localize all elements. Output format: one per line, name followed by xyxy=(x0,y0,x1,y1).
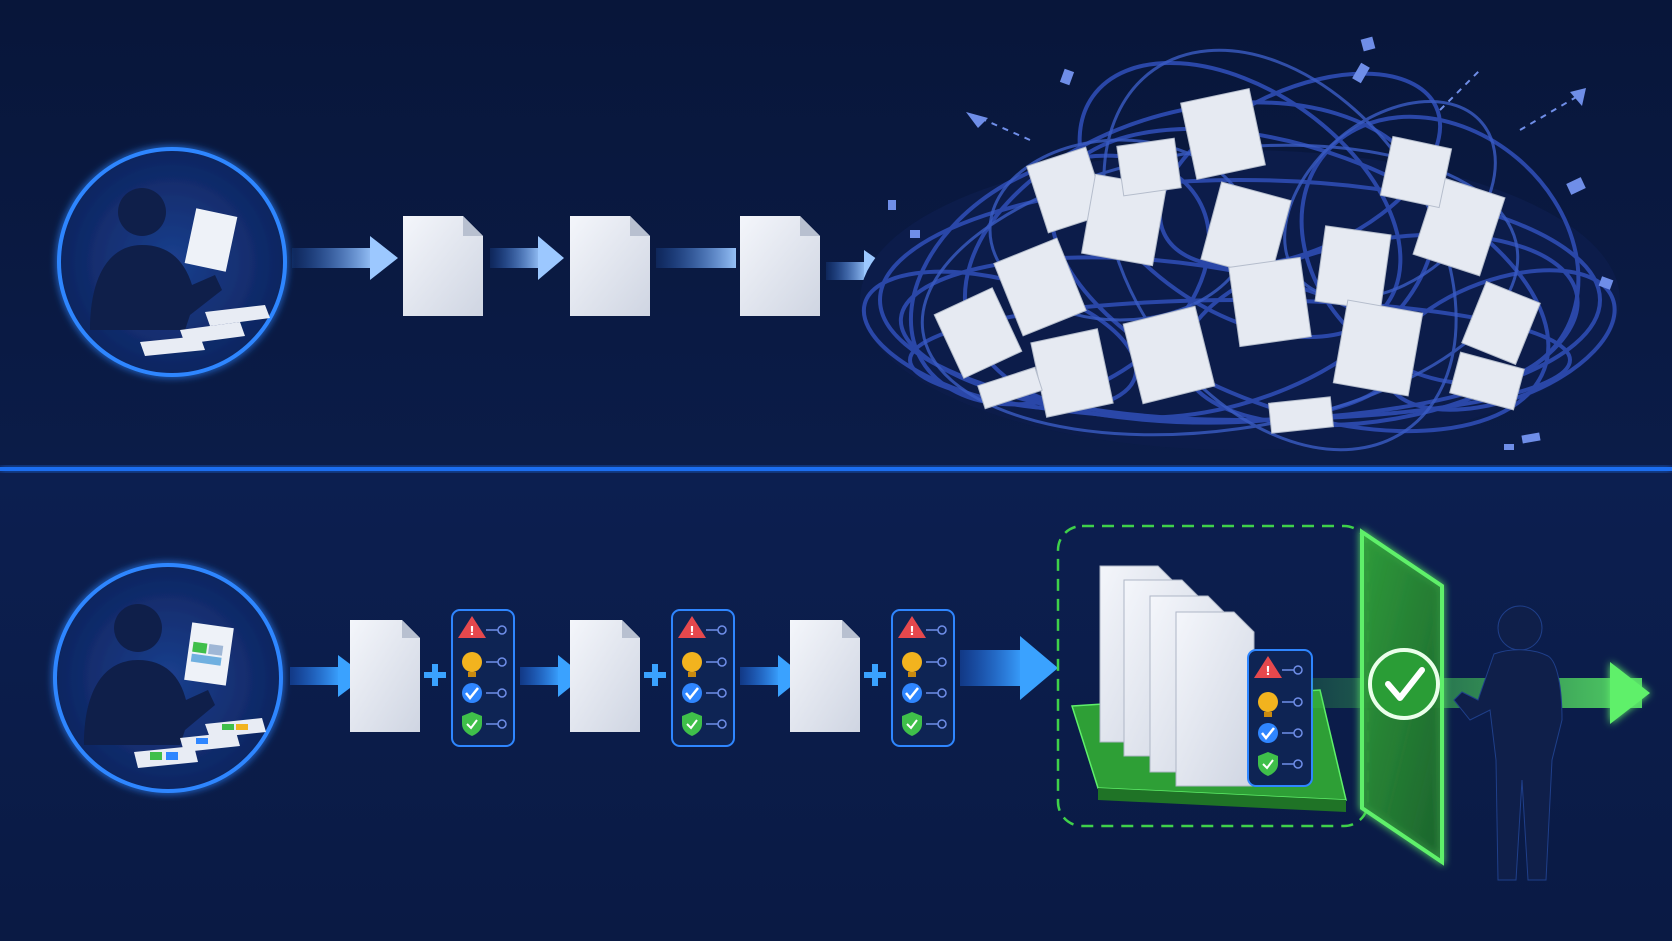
plus-icon xyxy=(864,664,886,686)
warning-icon xyxy=(458,616,486,638)
shield-check-icon xyxy=(1258,752,1278,776)
warning-icon xyxy=(898,616,926,638)
review-stage-2: ! xyxy=(570,609,804,747)
top-arrow-3 xyxy=(656,248,736,268)
lightbulb-icon xyxy=(1258,692,1278,712)
approval-gate xyxy=(1360,528,1444,866)
plus-icon xyxy=(644,664,666,686)
person-reviewing-icon xyxy=(84,604,234,745)
svg-text:!: ! xyxy=(1265,664,1270,678)
bottom-document-3 xyxy=(790,620,860,732)
lightbulb-icon xyxy=(462,652,482,672)
review-panel-final: ! xyxy=(1247,649,1313,787)
stacked-documents xyxy=(1099,565,1255,787)
bottom-document-2 xyxy=(570,620,640,732)
lightbulb-icon xyxy=(902,652,922,672)
check-circle-icon xyxy=(1258,723,1278,743)
lightbulb-icon xyxy=(682,652,702,672)
top-arrow-1 xyxy=(292,236,398,280)
shield-check-icon xyxy=(462,712,482,736)
svg-text:!: ! xyxy=(469,624,474,638)
top-document-2 xyxy=(570,216,650,316)
warning-icon xyxy=(678,616,706,638)
check-circle-icon xyxy=(682,683,702,703)
tangled-mess xyxy=(860,36,1620,452)
shield-check-icon xyxy=(902,712,922,736)
person-reading-icon xyxy=(90,188,238,330)
consolidated-package: ! xyxy=(1056,524,1370,828)
warning-icon xyxy=(1254,656,1282,678)
review-panel-2: ! xyxy=(671,609,735,747)
approving-person-icon xyxy=(1453,605,1563,881)
bottom-arrow-4 xyxy=(960,636,1058,700)
shield-check-icon xyxy=(682,712,702,736)
desk-reports-icon xyxy=(134,718,266,768)
top-arrow-2 xyxy=(490,236,564,280)
scattered-documents xyxy=(933,87,1541,434)
check-circle-icon xyxy=(462,683,482,703)
top-document-1 xyxy=(403,216,483,316)
top-document-3 xyxy=(740,216,820,316)
bottom-person-circle xyxy=(53,563,283,793)
review-stage-3: ! xyxy=(790,609,1058,747)
plus-icon xyxy=(424,664,446,686)
review-panel-3: ! xyxy=(891,609,955,747)
flying-fragments xyxy=(888,36,1614,450)
desk-papers-icon xyxy=(140,305,270,356)
divider-line xyxy=(0,467,1672,471)
bottom-document-1 xyxy=(350,620,420,732)
top-person-circle xyxy=(57,147,287,377)
review-stage-1: ! xyxy=(350,609,584,747)
svg-text:!: ! xyxy=(909,624,914,638)
svg-text:!: ! xyxy=(689,624,694,638)
approved-check-icon xyxy=(1368,648,1440,720)
review-panel-1: ! xyxy=(451,609,515,747)
check-circle-icon xyxy=(902,683,922,703)
